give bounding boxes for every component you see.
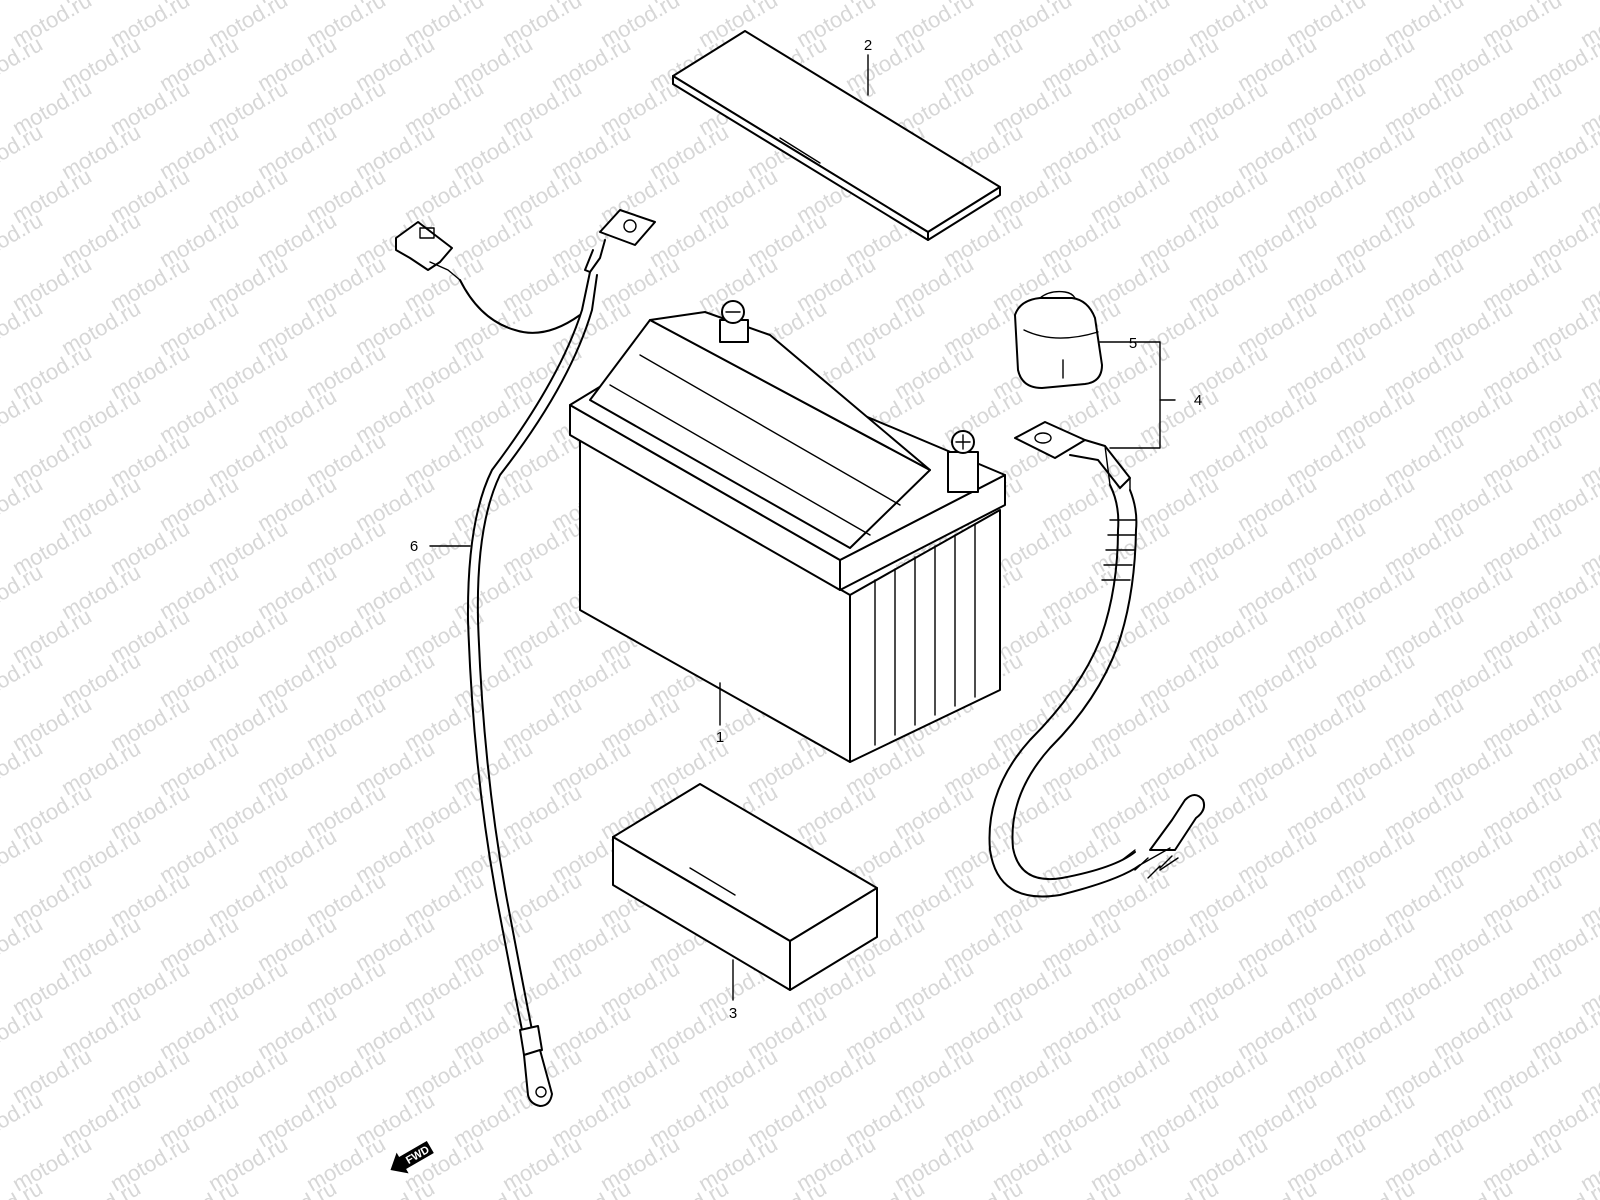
- watermark-text: motod.ru: [1037, 1175, 1125, 1200]
- callout-labels: 2 1 3 4 5 6: [410, 37, 1202, 1022]
- callout-3: 3: [729, 1005, 737, 1022]
- watermark-text: motod.ru: [0, 911, 47, 976]
- watermark-text: motod.ru: [0, 735, 47, 800]
- watermark-text: motod.ru: [0, 471, 47, 536]
- watermark-text: motod.ru: [57, 1175, 145, 1200]
- callout-leaders: [429, 54, 1176, 1001]
- watermark-text: motod.ru: [0, 295, 47, 360]
- watermark-text: motod.ru: [351, 1175, 439, 1200]
- watermark-text: motod.ru: [1429, 1175, 1517, 1200]
- watermark-text: motod.ru: [0, 0, 47, 8]
- watermark-text: motod.ru: [0, 647, 47, 712]
- watermark-text: motod.ru: [0, 559, 47, 624]
- watermark-text: motod.ru: [547, 1175, 635, 1200]
- callout-1: 1: [716, 729, 724, 746]
- callout-4: 4: [1194, 392, 1202, 409]
- watermark-text: motod.ru: [1233, 1175, 1321, 1200]
- watermark-text: motod.ru: [645, 1175, 733, 1200]
- watermark-text: motod.ru: [939, 1175, 1027, 1200]
- watermark-text: motod.ru: [0, 823, 47, 888]
- positive-cable-assembly: [988, 421, 1206, 898]
- callout-6: 6: [410, 538, 418, 555]
- watermark-text: motod.ru: [1135, 1175, 1223, 1200]
- callout-5: 5: [1129, 335, 1137, 352]
- watermark-text: motod.ru: [0, 1087, 47, 1152]
- watermark-text: motod.ru: [449, 1175, 537, 1200]
- watermark-text: motod.ru: [841, 1175, 929, 1200]
- battery-top-pad: [672, 30, 1001, 241]
- watermark-text: motod.ru: [0, 31, 47, 96]
- leader-4-5-bracket: [1099, 341, 1161, 449]
- watermark-text: motod.ru: [743, 1175, 831, 1200]
- watermark-text: motod.ru: [155, 1175, 243, 1200]
- watermark-text: motod.ru: [1331, 1175, 1419, 1200]
- terminal-cover: [1014, 290, 1103, 389]
- battery-bottom-pad: [612, 783, 878, 991]
- negative-lead-wire: [395, 209, 656, 1107]
- watermark-text: motod.ru: [0, 999, 47, 1064]
- watermark-text: motod.ru: [253, 1175, 341, 1200]
- watermark-text: motod.ru: [0, 383, 47, 448]
- watermark-text: motod.ru: [0, 119, 47, 184]
- watermark-text: motod.ru: [0, 207, 47, 272]
- callout-2: 2: [864, 37, 872, 54]
- battery: [569, 300, 1006, 763]
